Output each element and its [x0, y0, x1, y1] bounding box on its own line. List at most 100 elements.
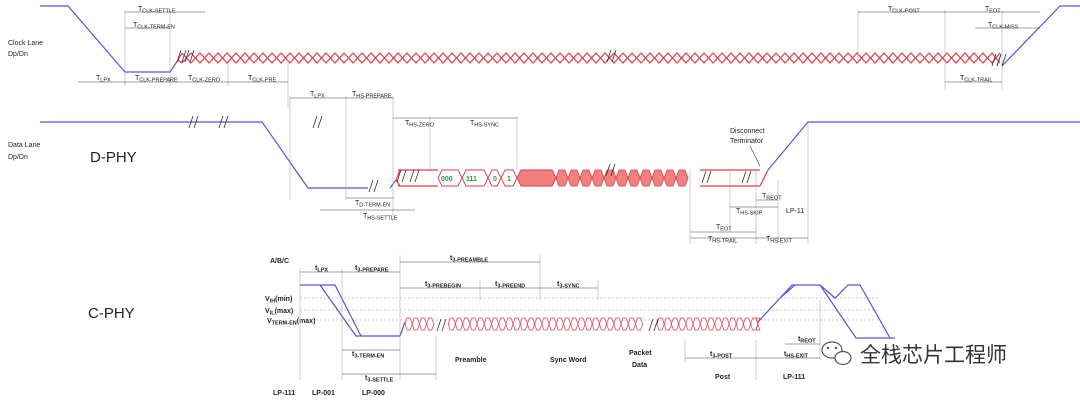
- dphy-dimension-lines: [78, 11, 1040, 239]
- t-clk-trail-label: TCLK-TRAIL: [960, 75, 992, 84]
- section-sync-word: Sync Word: [550, 357, 586, 364]
- cphy-symbol-26: [606, 317, 615, 331]
- cphy-symbol-43: [743, 317, 751, 331]
- dphy-title: D-PHY: [90, 149, 137, 166]
- cphy-wire-label: A/B/C: [270, 258, 289, 265]
- state-lp-000: LP-000: [362, 390, 385, 397]
- section-preamble: Preamble: [455, 357, 487, 364]
- cphy-symbol-4: [447, 317, 456, 331]
- section-packet: Packet: [629, 350, 652, 357]
- packet-header: [516, 169, 557, 187]
- vterm-en-max-label: VTERM-EN(max): [267, 318, 315, 327]
- packet-symbol-3: [591, 169, 605, 187]
- break-mark-8: [741, 170, 752, 184]
- cphy-symbol-10: [491, 317, 499, 331]
- cphy-symbol-33: [671, 317, 679, 331]
- cphy-symbol-45: [755, 317, 761, 331]
- cphy-section: C-PHY A/B/C VIH(min) VIL(max) VTERM-EN(m…: [88, 255, 895, 397]
- t-lpx-data-label: TLPX: [310, 91, 325, 100]
- t-eot-data-label: TEOT: [716, 224, 732, 233]
- t-clk-zero-label: TCLK-ZERO: [188, 75, 221, 84]
- vih-min-label: VIH(min): [265, 296, 292, 305]
- t-d-term-en-label: TD-TERM-EN: [355, 200, 390, 209]
- watermark: 全栈芯片工程师: [821, 341, 1007, 367]
- break-mark-14: [436, 318, 447, 332]
- t-lpx-cphy-label: tLPX: [315, 265, 328, 274]
- break-mark-7: [701, 170, 712, 184]
- packet-symbol-0: [555, 169, 569, 187]
- sync-bit-000: 000: [441, 176, 453, 183]
- t-3-preend-label: t3-PREEND: [495, 281, 525, 290]
- wechat-icon: [821, 341, 852, 366]
- packet-symbol-9: [663, 169, 677, 187]
- t-3-post-label: t3-POST: [710, 351, 733, 360]
- break-mark-15: [648, 318, 659, 332]
- cphy-lp-waveform: [300, 284, 895, 339]
- break-mark-4: [396, 169, 407, 183]
- packet-symbol-7: [639, 169, 653, 187]
- t-3-settle-label: t3-SETTLE: [365, 375, 394, 384]
- clock-lane-label-1: Clock Lane: [8, 40, 43, 47]
- clock-lane-lp-waveform: [40, 5, 1080, 73]
- break-mark-6: [605, 163, 616, 177]
- break-marks: [176, 49, 1007, 332]
- sync-bit-1: 1: [507, 176, 511, 183]
- cphy-symbol-9: [483, 317, 492, 331]
- cphy-dimension-lines: [300, 261, 820, 375]
- t-hs-skip-label: THS-SKIP: [736, 208, 763, 217]
- t-hs-prepare-label: THS-PREPARE: [352, 91, 392, 100]
- t-3-prepare-label: t3-PREPARE: [355, 265, 389, 274]
- data-lane-label-1: Data Lane: [8, 142, 40, 149]
- break-mark-9: [991, 53, 1002, 67]
- t-clk-settle-label: TCLK-SETTLE: [138, 6, 176, 15]
- t-3-prebegin-label: t3-PREBEGIN: [425, 281, 461, 290]
- t-hs-exit-label: THS-EXIT: [766, 236, 793, 245]
- cphy-symbol-15: [527, 317, 535, 331]
- cphy-symbol-37: [699, 317, 708, 331]
- cphy-symbol-21: [570, 317, 579, 331]
- cphy-title: C-PHY: [88, 305, 135, 322]
- dphy-reference-lines: [124, 10, 1003, 244]
- cphy-symbol-30: [635, 317, 643, 331]
- packet-symbol-8: [651, 169, 665, 187]
- packet-symbol-6: [627, 169, 641, 187]
- disconnect-arrow: [749, 145, 761, 167]
- packet-symbol-5: [615, 169, 629, 187]
- dphy-lp11-label: LP-11: [786, 208, 804, 215]
- cphy-symbol-39: [714, 317, 723, 331]
- t-clk-term-en-label: TCLK-TERM-EN: [133, 22, 175, 31]
- cphy-symbol-5: [455, 317, 463, 331]
- t-hs-sync-label: THS-SYNC: [470, 120, 499, 129]
- cphy-symbol-42: [735, 317, 744, 331]
- cphy-symbol-20: [563, 317, 571, 331]
- t-clk-prepare-label: TCLK-PREPARE: [135, 75, 178, 84]
- t-clk-post-label: TCLK-POST: [888, 6, 920, 15]
- data-hs-zero: [398, 169, 438, 187]
- cphy-symbol-38: [707, 317, 715, 331]
- disconnect-label-1: Disconnect: [730, 128, 765, 135]
- section-data: Data: [632, 362, 647, 369]
- break-mark-5: [409, 169, 420, 183]
- packet-symbol-10: [675, 169, 689, 187]
- clock-hs-start: [177, 52, 183, 64]
- section-post: Post: [715, 374, 731, 381]
- t-3-term-en-label: t3-TERM-EN: [352, 351, 384, 360]
- cphy-symbol-2: [419, 317, 427, 331]
- break-mark-12: [176, 49, 187, 63]
- break-mark-0: [188, 115, 199, 129]
- break-mark-10: [996, 53, 1007, 67]
- cphy-symbol-29: [627, 317, 636, 331]
- t-hs-trail-label: THS-TRAIL: [708, 236, 737, 245]
- data-hs-exit: [759, 169, 769, 187]
- data-lane-hs-data: [395, 169, 769, 187]
- t-reot-data-label: TREOT: [762, 193, 782, 202]
- t-hs-zero-label: THS-ZERO: [405, 120, 435, 129]
- vil-max-label: VIL(max): [265, 308, 293, 317]
- state-lp-111-a: LP-111: [273, 390, 295, 397]
- cphy-symbol-19: [555, 317, 564, 331]
- sync-bit-111: 111: [466, 176, 477, 183]
- break-mark-13: [184, 49, 195, 63]
- t-eot-clock-label: TEOT: [985, 6, 1001, 15]
- cphy-reference-lines: [299, 255, 821, 380]
